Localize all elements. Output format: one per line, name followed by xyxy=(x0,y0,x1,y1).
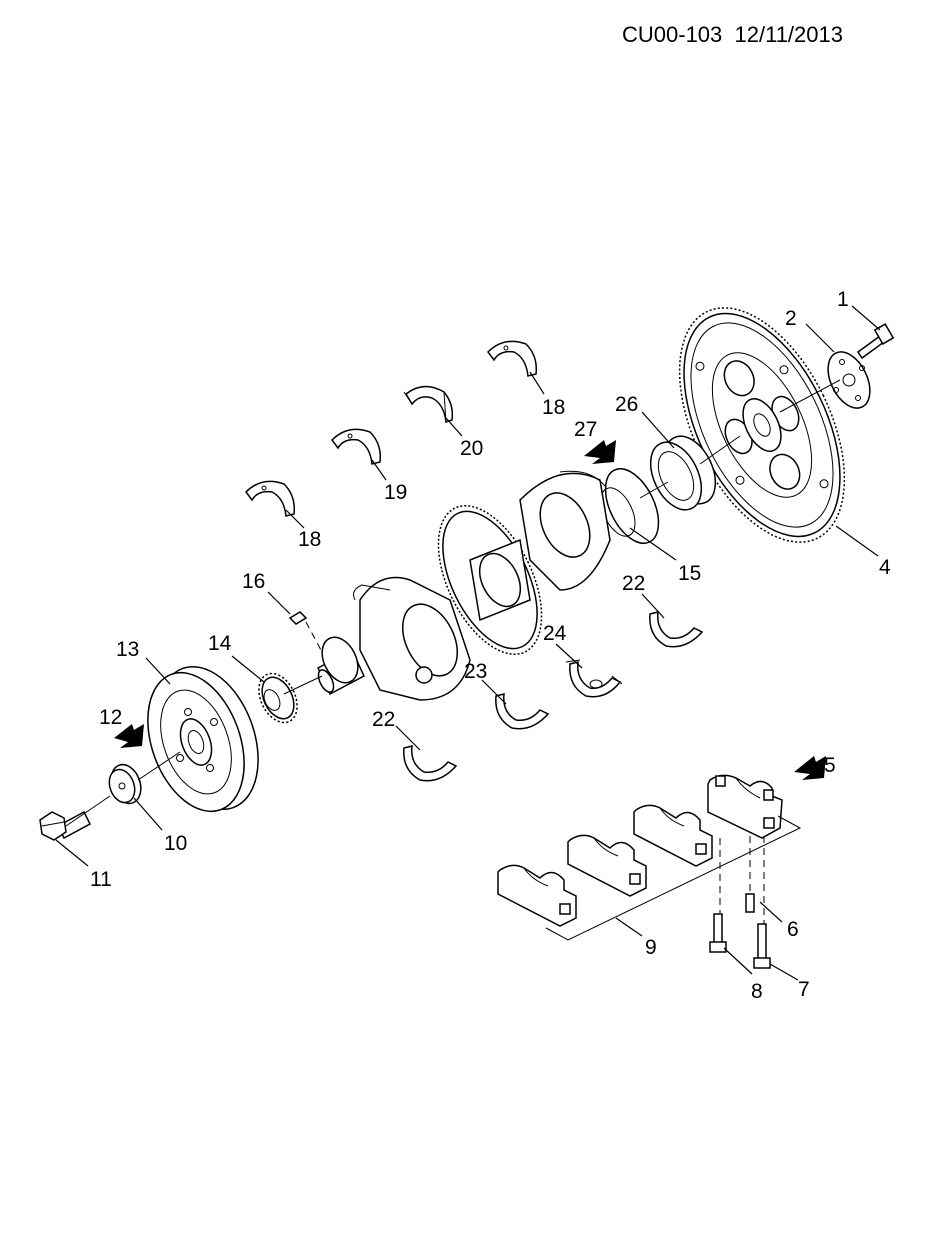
callout-8: 8 xyxy=(751,980,763,1003)
cap-dowel-pin xyxy=(745,893,755,913)
callout-12: 12 xyxy=(99,706,122,729)
upper-thrust-bearing-shell xyxy=(403,385,454,424)
callout-19: 19 xyxy=(384,481,407,504)
direction-arrow-27 xyxy=(584,440,616,464)
crankshaft-key xyxy=(288,611,308,625)
callout-26: 26 xyxy=(615,393,638,416)
callout-24: 24 xyxy=(543,622,567,645)
callout-4: 4 xyxy=(879,556,891,579)
bearing-cap-1 xyxy=(497,864,577,927)
flywheel-reinforcement-plate xyxy=(827,351,871,409)
callout-2: 2 xyxy=(785,307,797,330)
callout-10: 10 xyxy=(164,832,187,855)
pulley-bolt xyxy=(39,810,91,841)
upper-bearing-shell-front xyxy=(245,480,296,517)
diagram-header: CU00-103 12/11/2013 xyxy=(622,22,843,48)
callout-9: 9 xyxy=(645,936,657,959)
callout-23: 23 xyxy=(464,660,487,683)
main-bearing-cap-set xyxy=(497,774,802,941)
callout-18-rear: 18 xyxy=(542,396,565,419)
lower-thrust-bearing-shell xyxy=(565,659,623,698)
crankshaft xyxy=(317,468,660,701)
bearing-cap-3 xyxy=(633,804,713,867)
callout-22-rear: 22 xyxy=(622,572,645,595)
callout-15: 15 xyxy=(678,562,701,585)
callout-14: 14 xyxy=(208,632,232,655)
leader-lines xyxy=(55,305,881,981)
lower-bearing-shell-front xyxy=(403,745,458,782)
pulley-washer xyxy=(108,763,142,805)
callout-7: 7 xyxy=(798,978,810,1001)
doc-date: 12/11/2013 xyxy=(734,22,843,47)
main-cap-bolt xyxy=(753,923,771,969)
rear-oil-seal xyxy=(649,435,717,511)
assembly-centerlines xyxy=(65,379,841,924)
callout-18-front: 18 xyxy=(298,528,321,551)
main-cap-stud-bolt xyxy=(709,913,727,953)
callout-labels: 1 2 4 5 6 7 8 9 10 11 12 13 14 15 16 18 … xyxy=(90,288,891,1003)
callout-11: 11 xyxy=(90,868,112,891)
upper-bearing-shell-2 xyxy=(331,428,382,465)
callout-6: 6 xyxy=(787,918,799,941)
lower-bearing-shell-rear xyxy=(649,611,704,648)
callout-13: 13 xyxy=(116,638,139,661)
bearing-cap-2 xyxy=(567,834,647,897)
crankshaft-pulley xyxy=(147,665,259,813)
flywheel xyxy=(678,307,846,543)
callout-5: 5 xyxy=(824,754,836,777)
callout-1: 1 xyxy=(837,288,849,311)
doc-code: CU00-103 xyxy=(622,22,723,47)
callout-16: 16 xyxy=(242,570,265,593)
bearing-cap-rear xyxy=(707,774,783,839)
flywheel-bolt xyxy=(856,323,895,360)
callout-22-front: 22 xyxy=(372,708,395,731)
direction-arrow-5 xyxy=(794,756,826,780)
crankshaft-sprocket xyxy=(258,672,298,724)
lower-bearing-shell-2 xyxy=(495,693,550,730)
callout-20: 20 xyxy=(460,437,483,460)
upper-bearing-shell-rear xyxy=(487,340,538,377)
front-direction-arrow-12 xyxy=(114,724,144,748)
callout-27: 27 xyxy=(574,418,597,441)
